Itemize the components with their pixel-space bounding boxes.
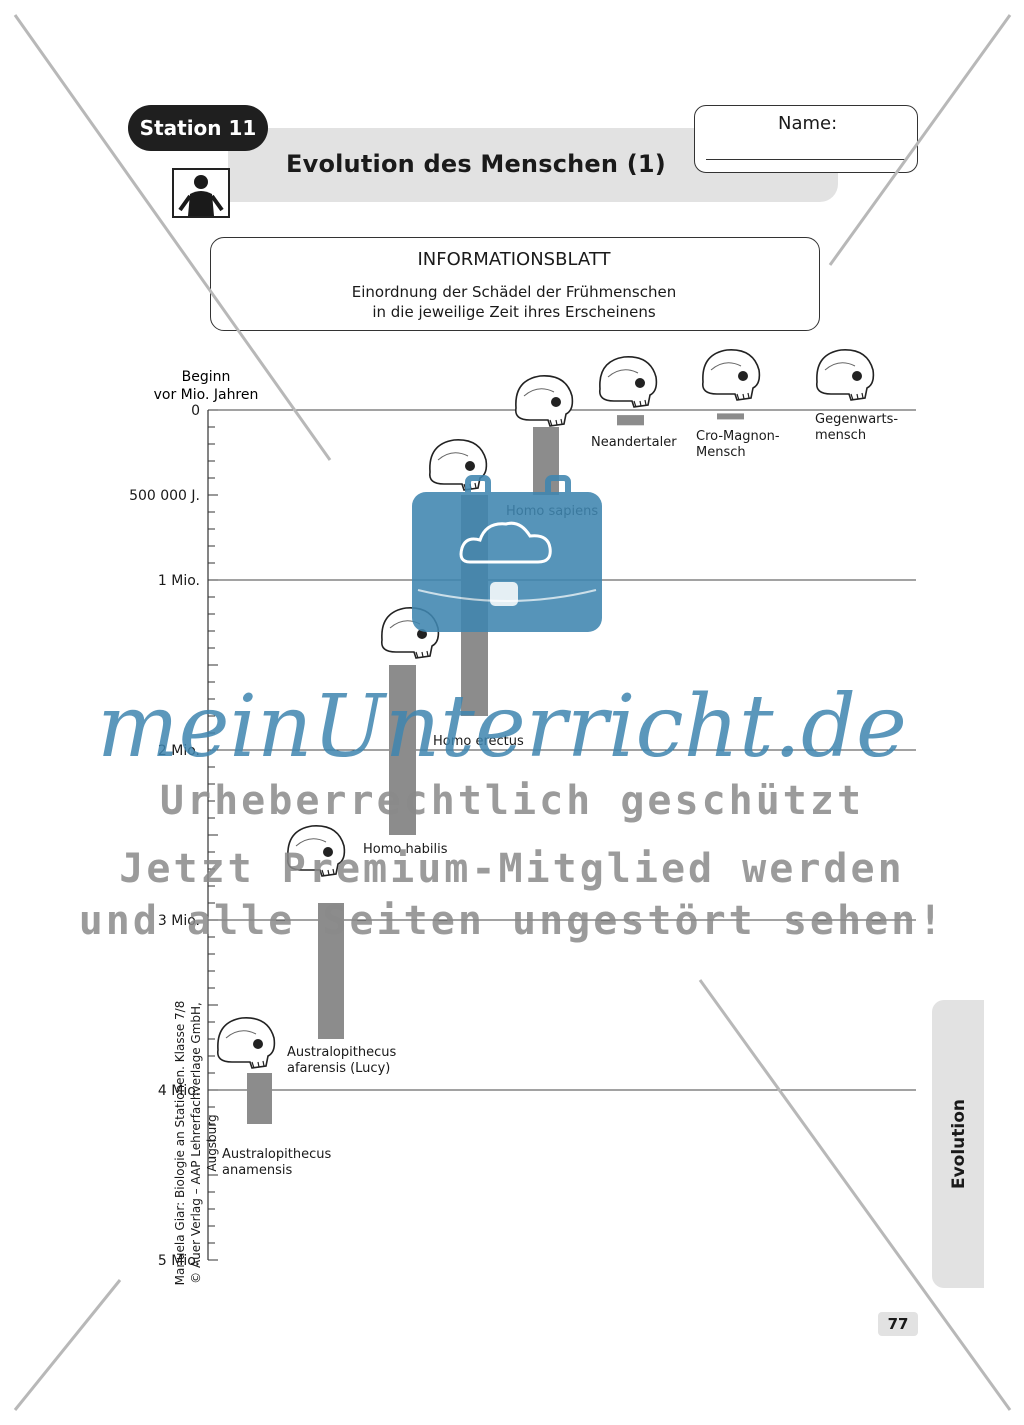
skull-eye-socket (635, 378, 645, 388)
credit-line-1: Manuela Giar: Biologie an Stationen. Kla… (173, 1000, 187, 1286)
skull-suture (295, 838, 327, 847)
series-label: anamensis (222, 1163, 292, 1178)
axis-title: Beginn vor Mio. Jahren (154, 369, 259, 403)
skull-teeth (633, 399, 647, 408)
info-line-1: Einordnung der Schädel der Frühmenschen (351, 283, 677, 301)
series-label: Mensch (696, 445, 746, 460)
series-label: Homo sapiens (506, 504, 598, 519)
skull-eye-socket (253, 1039, 263, 1049)
info-line-2: in die jeweilige Zeit ihres Erscheinens (372, 303, 656, 321)
series-label: Neandertaler (591, 435, 677, 450)
skull-suture (710, 362, 742, 371)
credit-text: Manuela Giar: Biologie an Stationen. Kla… (172, 983, 219, 1303)
side-tab-label: Evolution (949, 1098, 970, 1190)
skull-outline (286, 825, 346, 877)
skull-outline (514, 375, 574, 427)
page-number: 77 (878, 1312, 918, 1336)
side-tab (932, 1000, 984, 1288)
bar-homo-habilis (389, 665, 416, 835)
axis-title-line-2: vor Mio. Jahren (154, 387, 259, 403)
bar-homo-sapiens (533, 427, 559, 495)
page-title: Evolution des Menschen (1) (286, 150, 666, 178)
bar-homo-erectus (461, 495, 488, 716)
series-label: Australopithecus (287, 1045, 396, 1060)
skull-teeth (549, 418, 563, 427)
bar-australopithecus-afarensis-lucy- (318, 903, 344, 1039)
y-tick-label: 5 Mio. (158, 1253, 200, 1269)
skull-icon (380, 607, 440, 659)
series-label: mensch (815, 428, 866, 443)
skull-suture (225, 1030, 257, 1039)
y-tick-label: 0 (191, 403, 200, 419)
skull-suture (523, 388, 555, 397)
skull-icon (815, 349, 875, 401)
skull-icon (216, 1017, 276, 1069)
skull-icon (428, 439, 488, 491)
skull-teeth (850, 392, 864, 401)
skull-teeth (736, 392, 750, 401)
skull-icon (514, 375, 574, 427)
skull-teeth (321, 868, 335, 877)
skull-icon (701, 349, 761, 401)
skull-outline (216, 1017, 276, 1069)
skull-teeth (415, 650, 429, 659)
skull-eye-socket (738, 371, 748, 381)
skull-suture (437, 452, 469, 461)
series-label: Australopithecus (222, 1147, 331, 1162)
skull-eye-socket (852, 371, 862, 381)
y-tick-label: 1 Mio. (158, 573, 200, 589)
bar-australopithecus-anamensis (247, 1073, 272, 1124)
y-tick-label: 500 000 J. (129, 488, 200, 504)
series-label: afarensis (Lucy) (287, 1061, 390, 1076)
skull-suture (607, 369, 639, 378)
series-label: Homo habilis (363, 842, 448, 857)
skull-outline (701, 349, 761, 401)
name-label: Name: (778, 113, 838, 134)
skull-eye-socket (465, 461, 475, 471)
series-label: Gegenwarts- (815, 412, 898, 427)
skull-teeth (251, 1060, 265, 1069)
y-tick-label: 4 Mio. (158, 1083, 200, 1099)
bar-cro-magnon-mensch (717, 413, 744, 420)
skull-eye-socket (551, 397, 561, 407)
credit-line-2: © Auer Verlag – AAP Lehrerfachverlage Gm… (189, 1002, 219, 1284)
name-field[interactable] (706, 159, 906, 160)
skull-icon (598, 356, 658, 408)
series-label: Cro-Magnon- (696, 429, 780, 444)
axis-title-line-1: Beginn (182, 369, 231, 385)
skull-outline (380, 607, 440, 659)
skull-outline (428, 439, 488, 491)
bar-neandertaler (617, 415, 644, 426)
skull-icon (286, 825, 346, 877)
info-title: INFORMATIONSBLATT (417, 249, 611, 270)
skull-outline (598, 356, 658, 408)
skull-eye-socket (417, 629, 427, 639)
skull-outline (815, 349, 875, 401)
skull-suture (824, 362, 856, 371)
skull-eye-socket (323, 847, 333, 857)
series-label: Homo erectus (433, 734, 524, 749)
info-subtitle: Einordnung der Schädel der Frühmenschen … (210, 282, 818, 322)
y-tick-label: 2 Mio. (158, 743, 200, 759)
y-tick-label: 3 Mio. (158, 913, 200, 929)
